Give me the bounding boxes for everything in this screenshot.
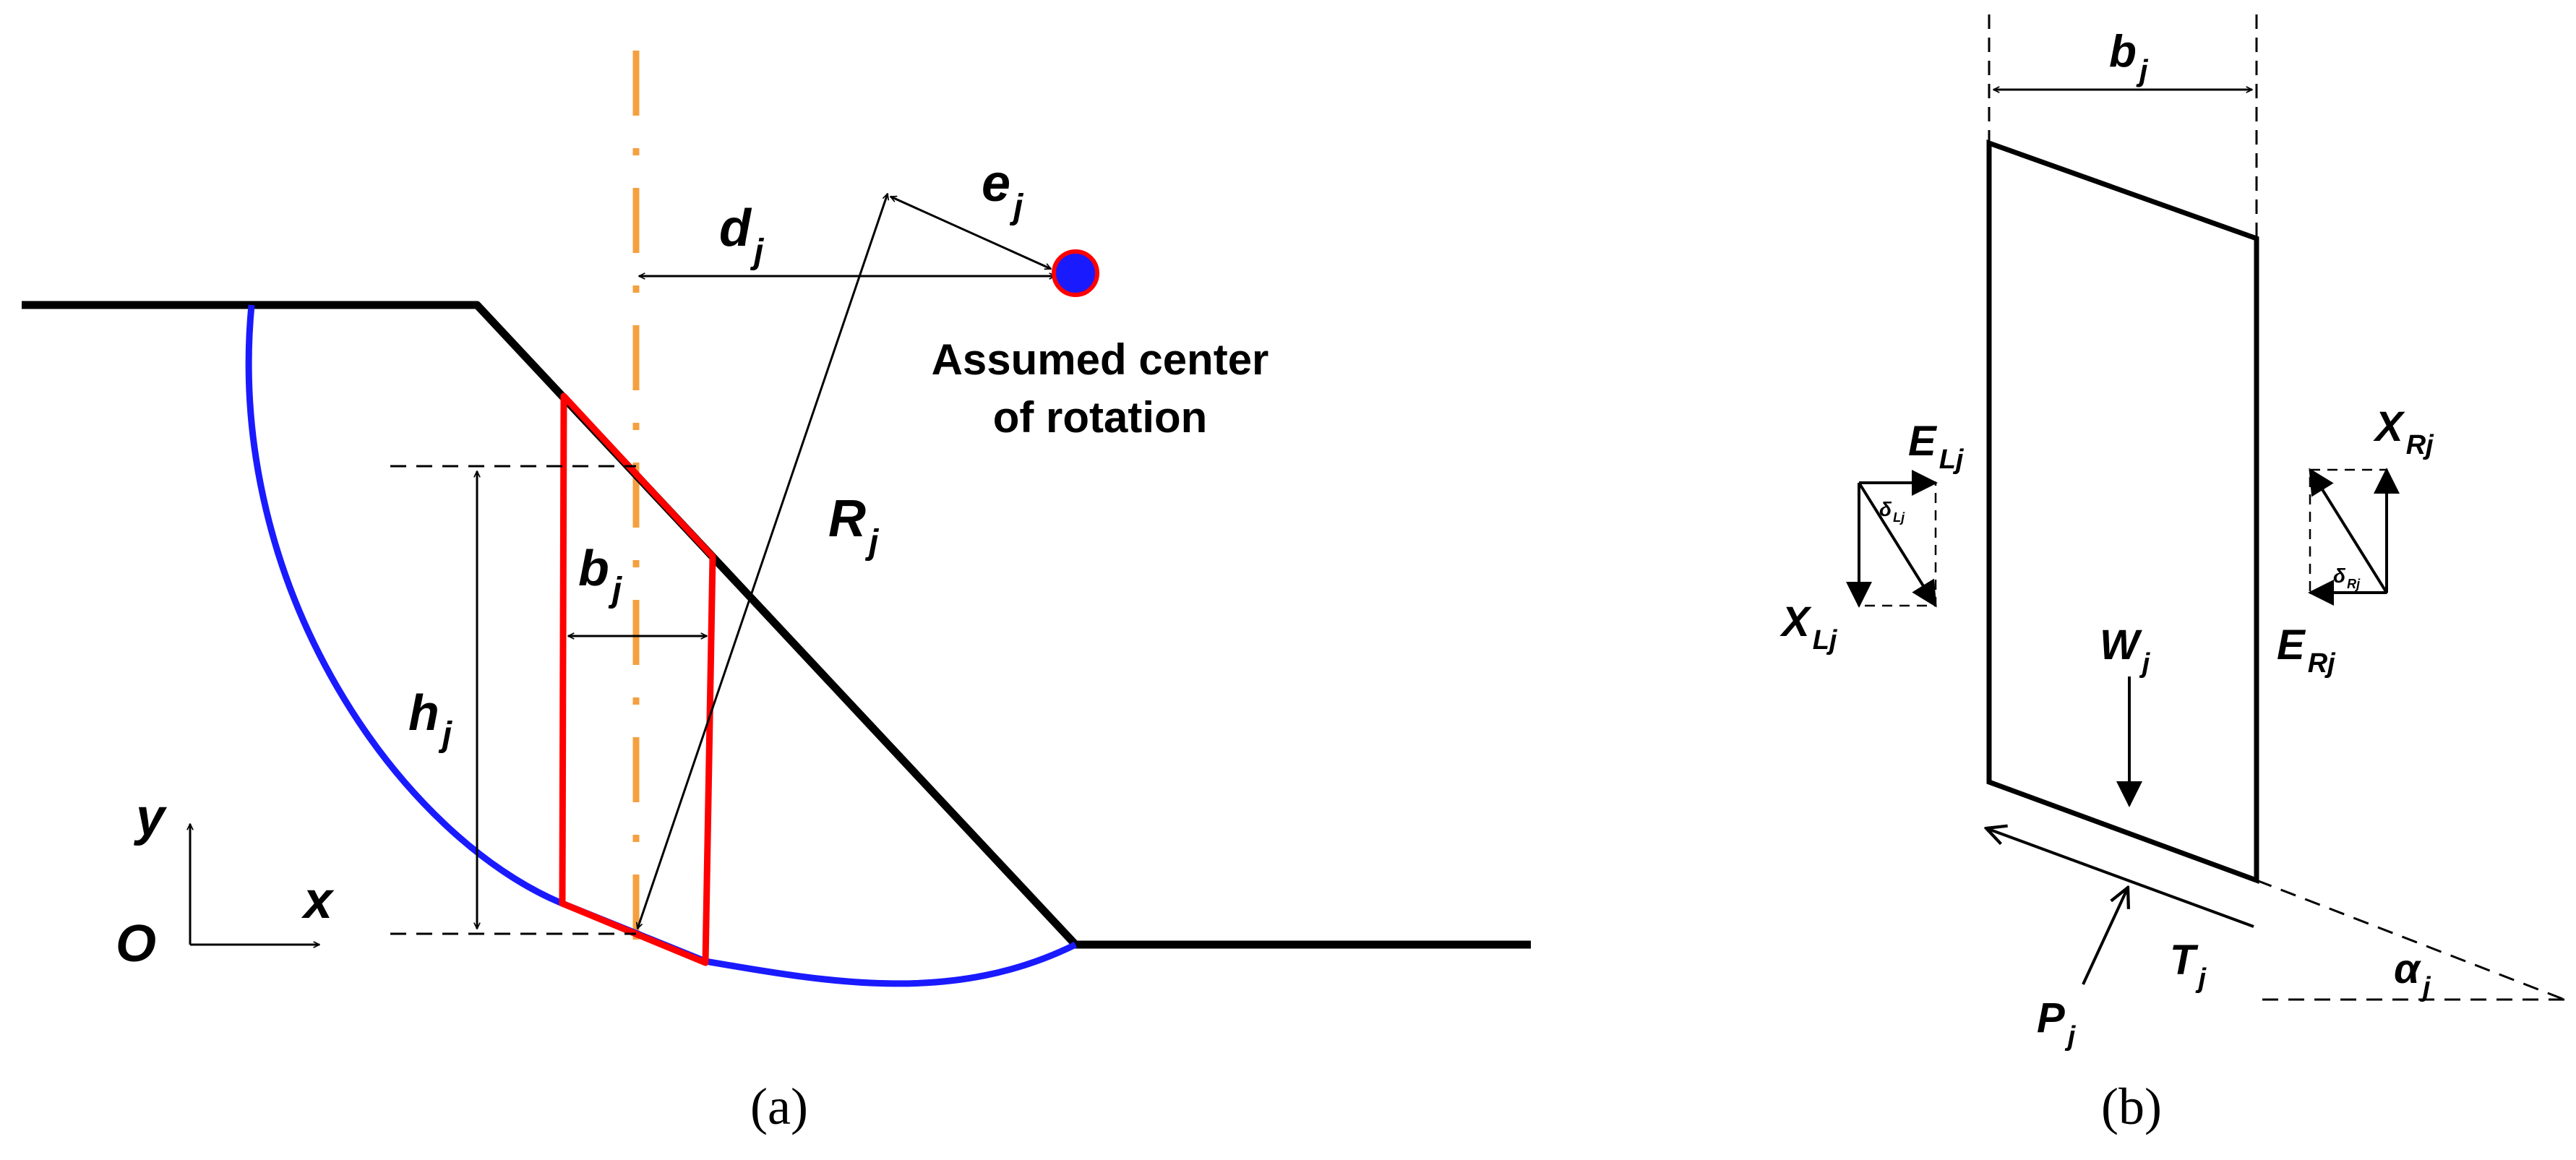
caption-a: (a)	[750, 1078, 808, 1135]
center-of-rotation	[1052, 249, 1099, 297]
center-note-line-2: of rotation	[993, 393, 1208, 442]
panel-a: hj bj Rj dj ej Assumed center of rotatio…	[22, 51, 1531, 1135]
R-label: Rj	[828, 490, 880, 562]
x-axis-label: x	[301, 872, 335, 929]
left-resultant-arrow	[1858, 481, 1937, 608]
T-arrow	[1986, 828, 2254, 928]
b-width-label: bj	[2109, 27, 2149, 87]
e-dimension	[890, 195, 1051, 270]
slip-surface	[245, 304, 1077, 987]
right-force-box	[2309, 468, 2388, 594]
P-arrow	[2082, 888, 2128, 985]
origin-label: O	[116, 915, 156, 973]
b-label: bj	[578, 540, 623, 609]
right-resultant-arrow	[2309, 468, 2388, 594]
h-label: hj	[408, 684, 453, 754]
center-note-line-1: Assumed center	[932, 335, 1269, 384]
y-axis-label: y	[134, 789, 168, 846]
d-label: dj	[719, 199, 765, 271]
radius-line	[637, 194, 888, 929]
free-body-slice	[1986, 139, 2259, 885]
base-extension	[2256, 879, 2565, 1001]
e-label: ej	[982, 155, 1024, 226]
caption-b: (b)	[2101, 1078, 2162, 1135]
